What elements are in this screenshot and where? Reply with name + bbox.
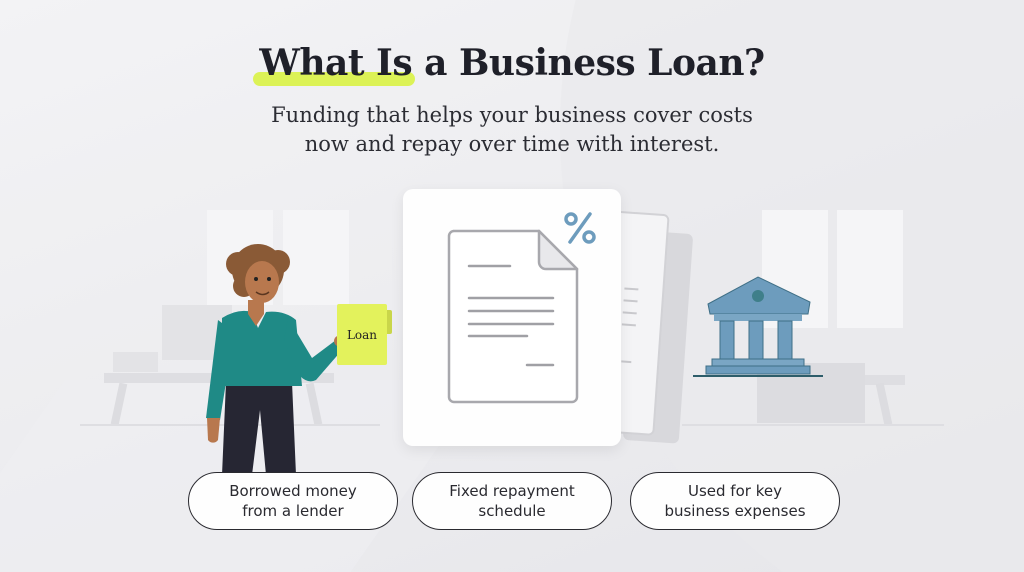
background-books (113, 352, 158, 372)
floor-line (682, 424, 944, 426)
title-highlighted-text: What Is (259, 42, 413, 84)
document-icon (447, 229, 579, 404)
background-window (283, 210, 349, 305)
feature-line: from a lender (242, 502, 344, 520)
subtitle: Funding that helps your business cover c… (0, 101, 1024, 159)
feature-line: Used for key (688, 482, 782, 500)
subtitle-line-2: now and repay over time with interest. (304, 132, 720, 156)
bank-icon (693, 276, 823, 377)
feature-line: business expenses (664, 502, 806, 520)
feature-pill-borrowed-money: Borrowed money from a lender (188, 472, 398, 530)
feature-line: Borrowed money (229, 482, 357, 500)
background-window (837, 210, 903, 328)
percent-icon (564, 212, 596, 244)
feature-pill-business-expenses: Used for key business expenses (630, 472, 840, 530)
subtitle-line-1: Funding that helps your business cover c… (271, 103, 753, 127)
back-paper (592, 210, 670, 436)
folder-label: Loan (346, 327, 378, 342)
title-block: What Is a Business Loan? (0, 42, 1024, 86)
feature-pill-fixed-repayment: Fixed repayment schedule (412, 472, 612, 530)
feature-line: schedule (478, 502, 546, 520)
loan-folder: Loan (337, 304, 387, 365)
feature-line: Fixed repayment (449, 482, 575, 500)
folder-tab (387, 310, 392, 334)
person-illustration (206, 244, 348, 475)
page-title: What Is a Business Loan? (253, 42, 765, 86)
title-text: a Business Loan? (412, 42, 765, 84)
document-card (403, 189, 621, 446)
